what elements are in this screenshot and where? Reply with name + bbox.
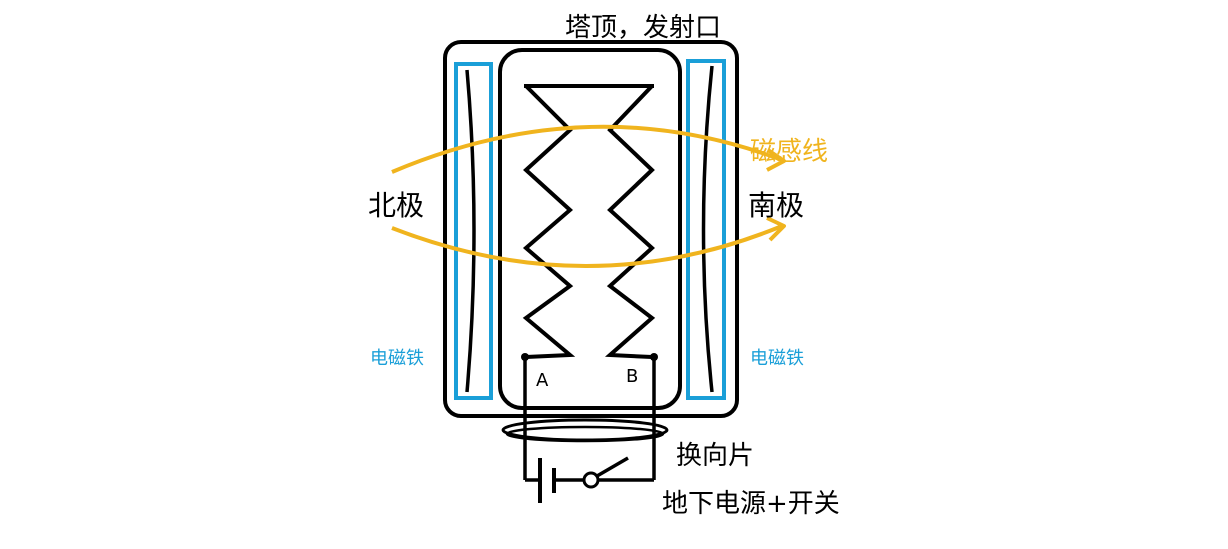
commutator-label: 换向片	[676, 441, 754, 471]
right-electromagnet-core	[701, 65, 714, 393]
tower-top-label: 塔顶，发射口	[565, 13, 721, 43]
commutator-ring-inner	[505, 425, 665, 443]
coil-left-zigzag	[522, 84, 576, 359]
field-line-lower-arrowhead	[766, 216, 786, 242]
magnetic-field-lines-label: 磁感线	[750, 137, 828, 167]
field-line-upper	[391, 124, 783, 174]
power-switch-label: 地下电源+开关	[662, 489, 840, 519]
left-electromagnet	[454, 62, 493, 400]
terminal-a-label: A	[536, 370, 549, 391]
coil-right-zigzag	[604, 84, 656, 359]
terminal-b-label: B	[626, 366, 638, 387]
right-electromagnet-label: 电磁铁	[750, 348, 804, 369]
south-pole-label: 南极	[748, 189, 804, 222]
outer-housing	[443, 40, 739, 418]
left-electromagnet-core	[465, 69, 476, 393]
left-electromagnet-label: 电磁铁	[370, 348, 424, 369]
switch-lever	[596, 456, 629, 478]
field-line-lower	[391, 224, 783, 268]
right-electromagnet	[686, 59, 726, 400]
switch-pivot	[582, 471, 600, 489]
field-line-upper-arrowhead	[766, 148, 786, 172]
inner-chamber	[498, 48, 682, 410]
north-pole-label: 北极	[368, 189, 424, 222]
